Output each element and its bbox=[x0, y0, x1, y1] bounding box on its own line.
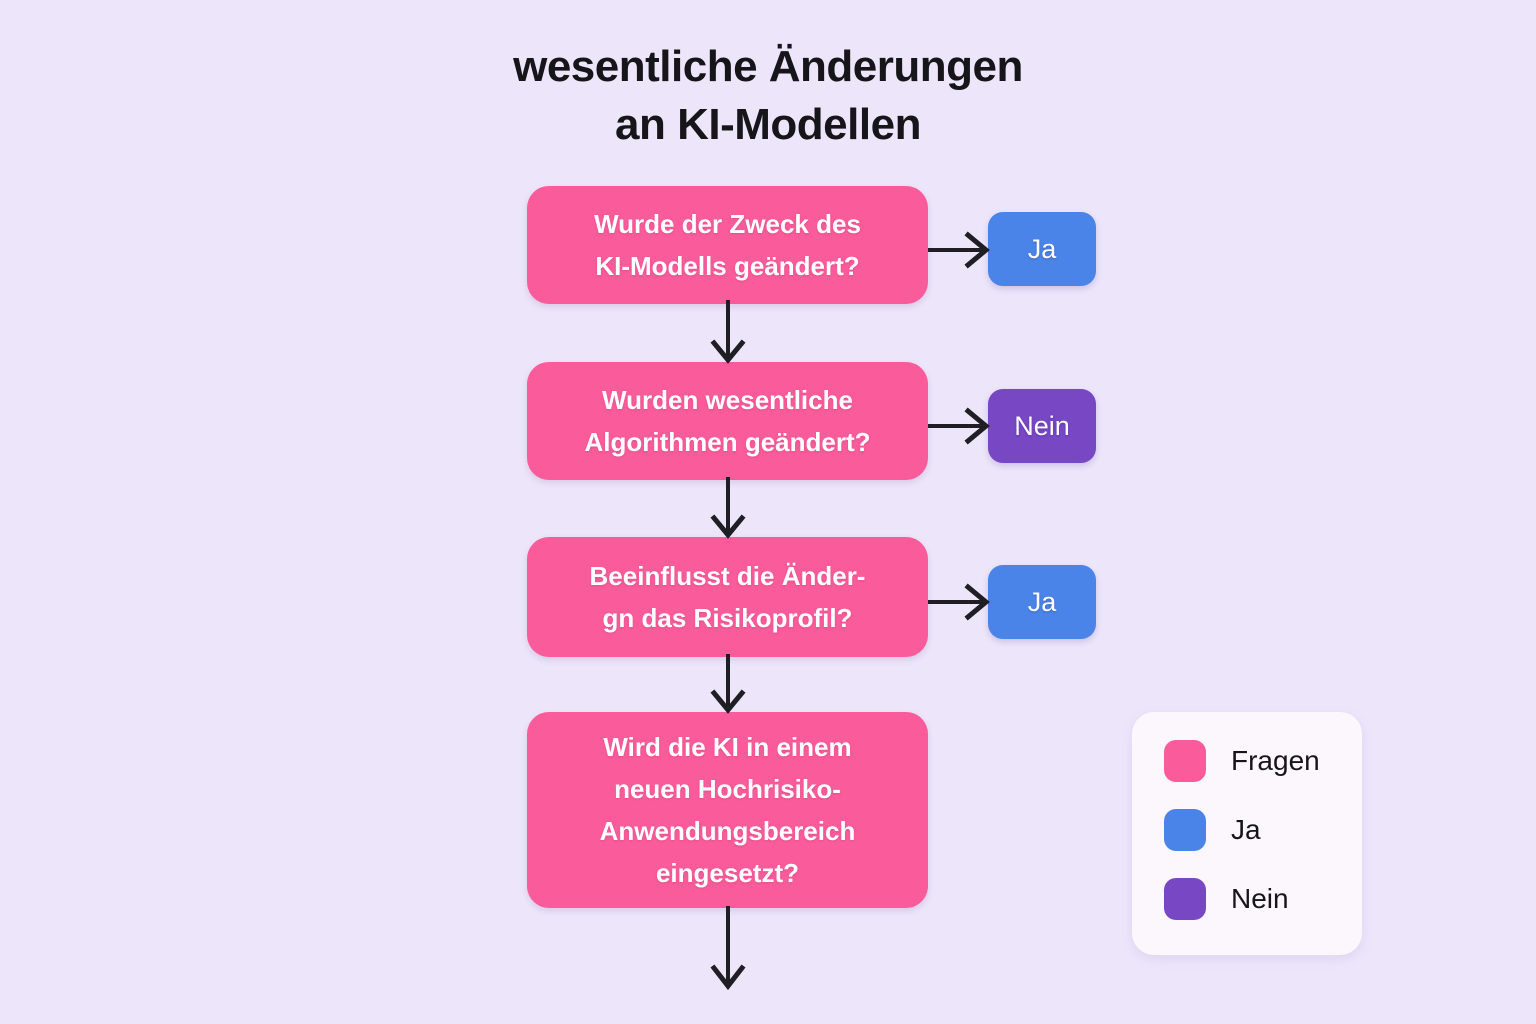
legend-item-nein[interactable]: Nein bbox=[1164, 878, 1362, 920]
arrow-right-q1-ja bbox=[928, 231, 990, 269]
legend-swatch-ja bbox=[1164, 809, 1206, 851]
page-title: wesentliche Änderungen an KI-Modellen bbox=[513, 42, 1023, 149]
question-node-4[interactable]: Wird die KI in einem neuen Hochrisiko- A… bbox=[527, 712, 928, 908]
arrow-down-q2-q3 bbox=[710, 477, 746, 539]
legend-swatch-fragen bbox=[1164, 740, 1206, 782]
legend-item-ja[interactable]: Ja bbox=[1164, 809, 1362, 851]
answer-node-3-ja[interactable]: Ja bbox=[988, 565, 1096, 639]
question-node-3[interactable]: Beeinflusst die Änder- gn das Risikoprof… bbox=[527, 537, 928, 657]
arrow-down-q3-q4 bbox=[710, 654, 746, 714]
legend-label-fragen: Fragen bbox=[1231, 745, 1320, 776]
arrow-right-q2-nein bbox=[928, 407, 990, 445]
answer-node-2-nein[interactable]: Nein bbox=[988, 389, 1096, 463]
question-node-1[interactable]: Wurde der Zweck des KI-Modells geändert? bbox=[527, 186, 928, 304]
arrow-down-q1-q2 bbox=[710, 300, 746, 364]
legend-card: Fragen Ja Nein bbox=[1132, 712, 1362, 955]
answer-node-1-ja[interactable]: Ja bbox=[988, 212, 1096, 286]
arrow-right-q3-ja bbox=[928, 583, 990, 621]
legend-label-ja: Ja bbox=[1231, 814, 1261, 845]
legend-label-nein: Nein bbox=[1231, 883, 1289, 914]
arrow-down-q4-exit bbox=[710, 906, 746, 991]
question-node-2[interactable]: Wurden wesentliche Algorithmen geändert? bbox=[527, 362, 928, 480]
legend-item-fragen[interactable]: Fragen bbox=[1164, 740, 1362, 782]
legend-swatch-nein bbox=[1164, 878, 1206, 920]
